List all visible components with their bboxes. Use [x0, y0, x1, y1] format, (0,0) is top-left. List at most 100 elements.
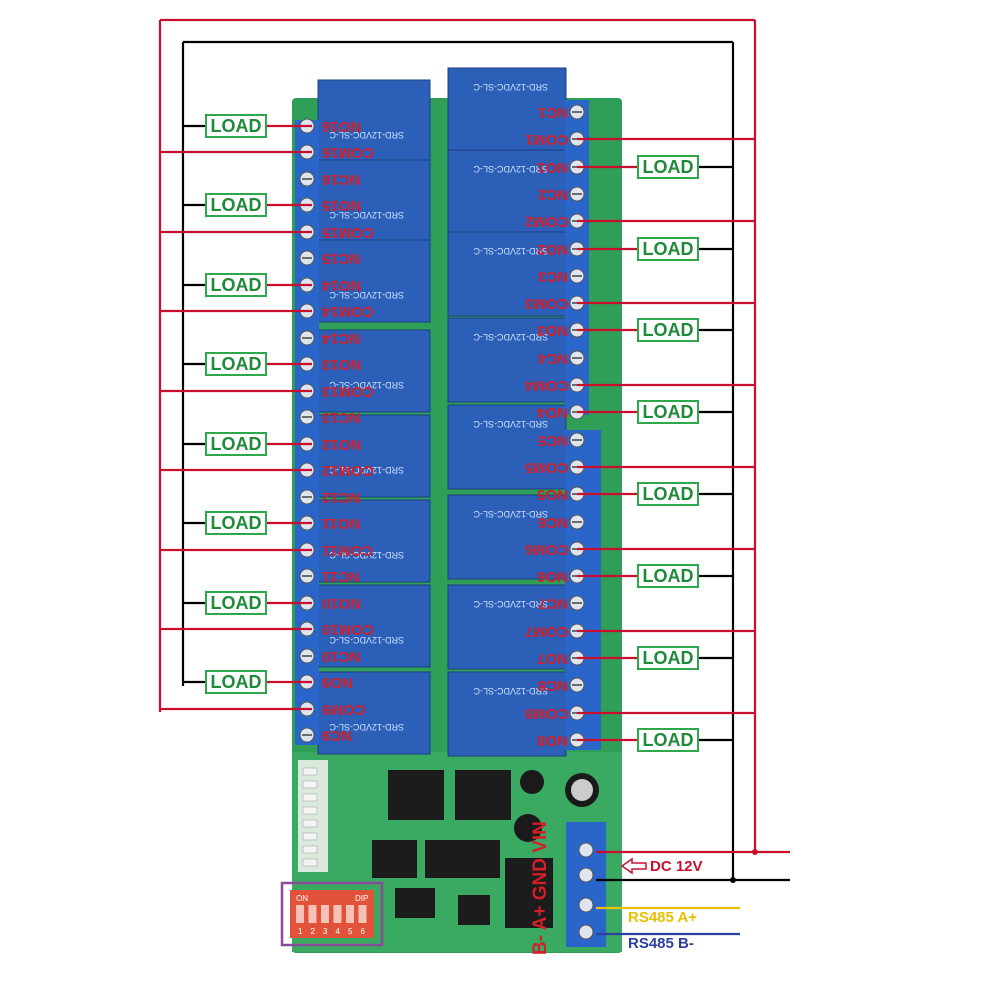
load-box: LOAD	[637, 237, 699, 261]
left-terminal-strip	[295, 120, 319, 745]
rs485-b-label: RS485 B-	[628, 935, 694, 952]
dc-arrow-icon	[620, 857, 647, 875]
ic-chip-5	[455, 840, 500, 878]
relay-model-text: SRD-12VDC-SL-C	[329, 290, 404, 300]
capacitor-3	[520, 770, 544, 794]
relay-model-text: SRD-12VDC-SL-C	[473, 82, 548, 92]
right-terminal-label: NC4	[537, 350, 568, 367]
power-terminal-screw	[578, 842, 594, 858]
load-box: LOAD	[637, 728, 699, 752]
relay-model-text: SRD-12VDC-SL-C	[473, 164, 548, 174]
dip-label: DIP	[355, 894, 368, 903]
left-terminal-label: COM15	[322, 224, 374, 241]
dip-number: 2	[311, 927, 316, 936]
relay-model-text: SRD-12VDC-SL-C	[473, 246, 548, 256]
dc-12v-label: DC 12V	[650, 858, 703, 875]
ic-chip-8	[458, 895, 490, 925]
left-terminal-label: NO14	[322, 277, 362, 294]
relay-right	[447, 671, 567, 757]
relay-right	[447, 317, 567, 403]
relay-model-text: SRD-12VDC-SL-C	[329, 635, 404, 645]
left-terminal-label: COM14	[322, 303, 374, 320]
right-terminal-label: NO1	[537, 159, 568, 176]
right-terminal-label: NC7	[537, 595, 568, 612]
dip-key	[333, 905, 342, 923]
right-terminal-label: NC8	[537, 677, 568, 694]
left-terminal-label: COM12	[322, 462, 374, 479]
left-terminal-label: NC11	[322, 568, 360, 585]
ic-chip-6	[395, 888, 435, 918]
load-box: LOAD	[637, 155, 699, 179]
relay-model-text: SRD-12VDC-SL-C	[329, 465, 404, 475]
status-led	[302, 832, 318, 841]
left-terminal-label: NO11	[322, 515, 361, 532]
relay-model-text: SRD-12VDC-SL-C	[329, 130, 404, 140]
right-terminal-label: COM5	[524, 459, 568, 476]
dip-number: 4	[336, 927, 341, 936]
dip-number: 5	[348, 927, 353, 936]
led-column	[298, 760, 328, 872]
ic-chip-2	[455, 770, 511, 820]
relay-model-text: SRD-12VDC-SL-C	[473, 686, 548, 696]
power-terminal-screw	[578, 867, 594, 883]
ic-chip-1	[388, 770, 444, 820]
left-terminal-label: NC12	[322, 489, 361, 506]
relay-model-text: SRD-12VDC-SL-C	[473, 599, 548, 609]
left-terminal-label: COM10	[322, 621, 374, 638]
relay-left	[317, 584, 431, 668]
right-terminal-label: NC6	[537, 514, 568, 531]
right-terminal-label: COM7	[524, 623, 568, 640]
relay-right	[447, 494, 567, 580]
status-leds	[302, 767, 318, 867]
dip-number: 3	[323, 927, 328, 936]
right-terminal-label: COM2	[524, 213, 568, 230]
right-terminal-label: COM8	[524, 705, 568, 722]
left-terminal-label: NC13	[322, 409, 361, 426]
load-box: LOAD	[205, 273, 267, 297]
relay-right	[447, 231, 567, 317]
left-terminal-label: NO10	[322, 595, 362, 612]
power-terminal-screws	[578, 842, 594, 940]
dip-key	[308, 905, 317, 923]
left-relay-column: SRD-12VDC-SL-C SRD-12VDC-SL-C SRD-12VDC-SL…	[317, 79, 431, 755]
relay-model-text: SRD-12VDC-SL-C	[329, 722, 404, 732]
relay-left	[317, 671, 431, 755]
load-box: LOAD	[637, 400, 699, 424]
status-led	[302, 793, 318, 802]
left-terminal-label: COM16	[322, 144, 374, 161]
ic-chip-3	[372, 840, 417, 878]
status-led	[302, 845, 318, 854]
relay-left	[317, 239, 431, 323]
load-box: LOAD	[205, 193, 267, 217]
relay-right	[447, 67, 567, 153]
rs485-a-label: RS485 A+	[628, 909, 698, 926]
load-box: LOAD	[637, 564, 699, 588]
dip-key	[346, 905, 354, 923]
status-led	[302, 767, 318, 776]
dip-key	[321, 905, 329, 923]
right-relay-column: SRD-12VDC-SL-C SRD-12VDC-SL-C SRD-12VDC-SL…	[447, 67, 567, 757]
relay-right	[447, 584, 567, 670]
right-terminal-strip-bottom	[565, 430, 601, 750]
wires	[158, 18, 790, 936]
ic-chip-7	[505, 858, 553, 928]
relay-model-text: SRD-12VDC-SL-C	[329, 550, 404, 560]
load-box: LOAD	[205, 352, 267, 376]
right-terminal-label: NC2	[537, 186, 568, 203]
right-terminal-label: NC5	[537, 432, 568, 449]
load-box: LOAD	[205, 114, 267, 138]
dip-on-label: ON	[296, 894, 308, 903]
left-terminal-label: NO15	[322, 197, 362, 214]
left-terminal-label: NC9	[322, 727, 353, 744]
relay-model-text: SRD-12VDC-SL-C	[473, 509, 548, 519]
load-box: LOAD	[637, 318, 699, 342]
right-terminal-label: NO3	[537, 322, 568, 339]
left-terminal-label: NC15	[322, 250, 361, 267]
relay-model-text: SRD-12VDC-SL-C	[473, 419, 548, 429]
left-terminal-label: NC10	[322, 648, 361, 665]
right-terminal-strip-top	[565, 100, 589, 415]
dip-key	[296, 905, 304, 923]
relay-left	[317, 499, 431, 583]
